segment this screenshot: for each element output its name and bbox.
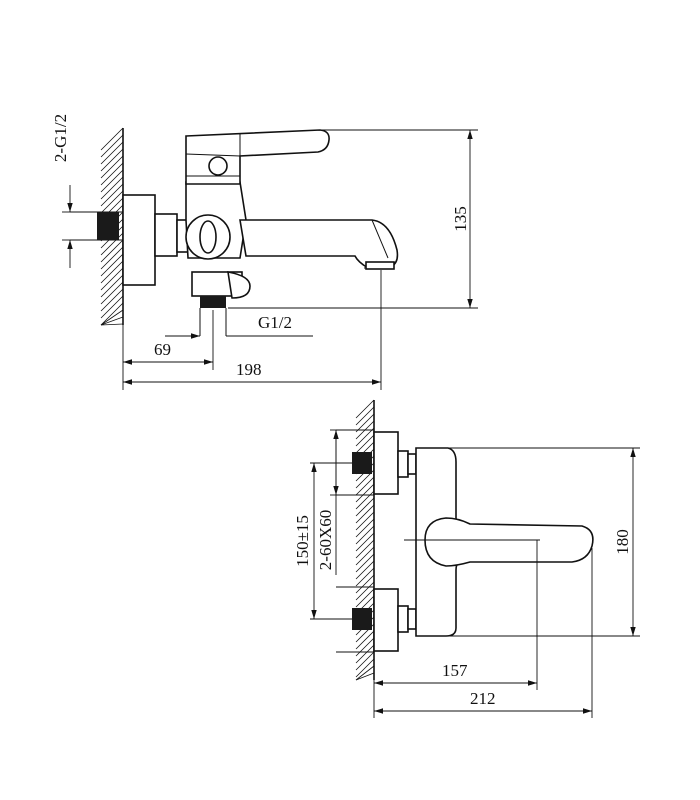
wall-hatch-line	[355, 644, 375, 664]
wall-hatch-line	[355, 567, 375, 587]
side-eccentric-inlet	[70, 194, 192, 286]
wall-hatch-line	[100, 148, 124, 172]
wall-hatch-line	[100, 316, 124, 326]
wall-hatch-line	[100, 190, 124, 214]
dim-spout-reach-label: 198	[236, 360, 262, 379]
wall-hatch-line	[100, 127, 124, 151]
dim-thread-pair-label: 2-G1/2	[51, 114, 70, 162]
front-view: 2-60X60 150±15 180 157 212	[293, 399, 640, 718]
wall-hatch-line	[355, 539, 375, 559]
wall-hatch-line	[355, 546, 375, 566]
dim-total-width-label: 212	[470, 689, 496, 708]
dim-side-height: 135	[228, 129, 478, 309]
wall-hatch-line	[100, 288, 124, 312]
side-shower-outlet	[191, 271, 251, 336]
dim-side-height-label: 135	[451, 206, 470, 232]
front-eccentric-lower	[336, 586, 417, 653]
dim-handle-reach-label: 157	[442, 661, 468, 680]
side-lever-handle	[185, 129, 330, 185]
dim-front-height-label: 180	[613, 529, 632, 555]
front-lever-handle	[404, 517, 594, 567]
wall-hatch-line	[100, 267, 124, 291]
wall-hatch-line	[355, 588, 375, 608]
wall-hatch-line	[100, 281, 124, 305]
wall-hatch-line	[100, 141, 124, 165]
wall-hatch-line	[355, 490, 375, 510]
wall-hatch-line	[100, 232, 124, 256]
wall-hatch-line	[355, 427, 375, 447]
wall-hatch-line	[355, 637, 375, 657]
wall-hatch-line	[355, 581, 375, 601]
dim-centers: 150±15	[293, 462, 352, 620]
dim-total-width: 212	[373, 548, 593, 718]
dim-eccentric-label: 2-60X60	[316, 510, 335, 570]
wall-hatch-line	[355, 399, 375, 419]
wall-hatch-line	[355, 525, 375, 545]
wall-hatch-line	[355, 483, 375, 503]
wall-hatch-line	[100, 295, 124, 319]
dim-outlet-offset: 69	[122, 310, 214, 390]
wall-hatch-line	[100, 239, 124, 263]
wall-hatch-line	[355, 511, 375, 531]
wall-hatch-line	[355, 518, 375, 538]
wall-hatch-line	[100, 302, 124, 326]
wall-hatch-line	[355, 560, 375, 580]
wall-hatch-line	[355, 406, 375, 426]
wall-hatch-line	[355, 532, 375, 552]
wall-hatch-line	[355, 651, 375, 671]
dim-front-height: 180	[446, 447, 640, 637]
wall-hatch-line	[100, 134, 124, 158]
wall-hatch-line	[355, 434, 375, 454]
wall-hatch-line	[355, 553, 375, 573]
wall-hatch-line	[355, 497, 375, 517]
wall-hatch-line	[355, 574, 375, 594]
wall-hatch-line	[355, 672, 375, 681]
wall-hatch-line	[355, 413, 375, 433]
front-eccentric-upper	[336, 429, 417, 496]
dim-outlet-thread: G1/2	[165, 313, 313, 339]
wall-hatch-line	[100, 274, 124, 298]
wall-hatch-line	[100, 246, 124, 270]
wall-hatch-line	[355, 630, 375, 650]
side-view: 2-G1/2 135 G1/2 69 198	[51, 114, 478, 390]
side-mixer-body	[185, 181, 399, 270]
front-wall	[355, 399, 375, 681]
wall-hatch-line	[100, 309, 124, 326]
wall-hatch-line	[100, 162, 124, 186]
wall-hatch-line	[100, 183, 124, 207]
dim-eccentric: 2-60X60	[316, 429, 340, 575]
wall-hatch-line	[100, 169, 124, 193]
wall-hatch-line	[100, 155, 124, 179]
wall-hatch-line	[355, 665, 375, 681]
wall-hatch-line	[100, 323, 124, 326]
wall-hatch-line	[355, 658, 375, 678]
wall-hatch-line	[100, 253, 124, 277]
dim-spout-reach: 198	[123, 270, 382, 390]
wall-hatch-line	[100, 260, 124, 284]
dim-outlet-thread-label: G1/2	[258, 313, 292, 332]
dim-centers-label: 150±15	[293, 515, 312, 567]
wall-hatch-line	[100, 176, 124, 200]
wall-hatch-line	[355, 504, 375, 524]
dim-handle-reach: 157	[374, 540, 538, 690]
wall-hatch-line	[355, 476, 375, 496]
dim-thread-pair: 2-G1/2	[51, 114, 75, 268]
dim-outlet-offset-label: 69	[154, 340, 171, 359]
